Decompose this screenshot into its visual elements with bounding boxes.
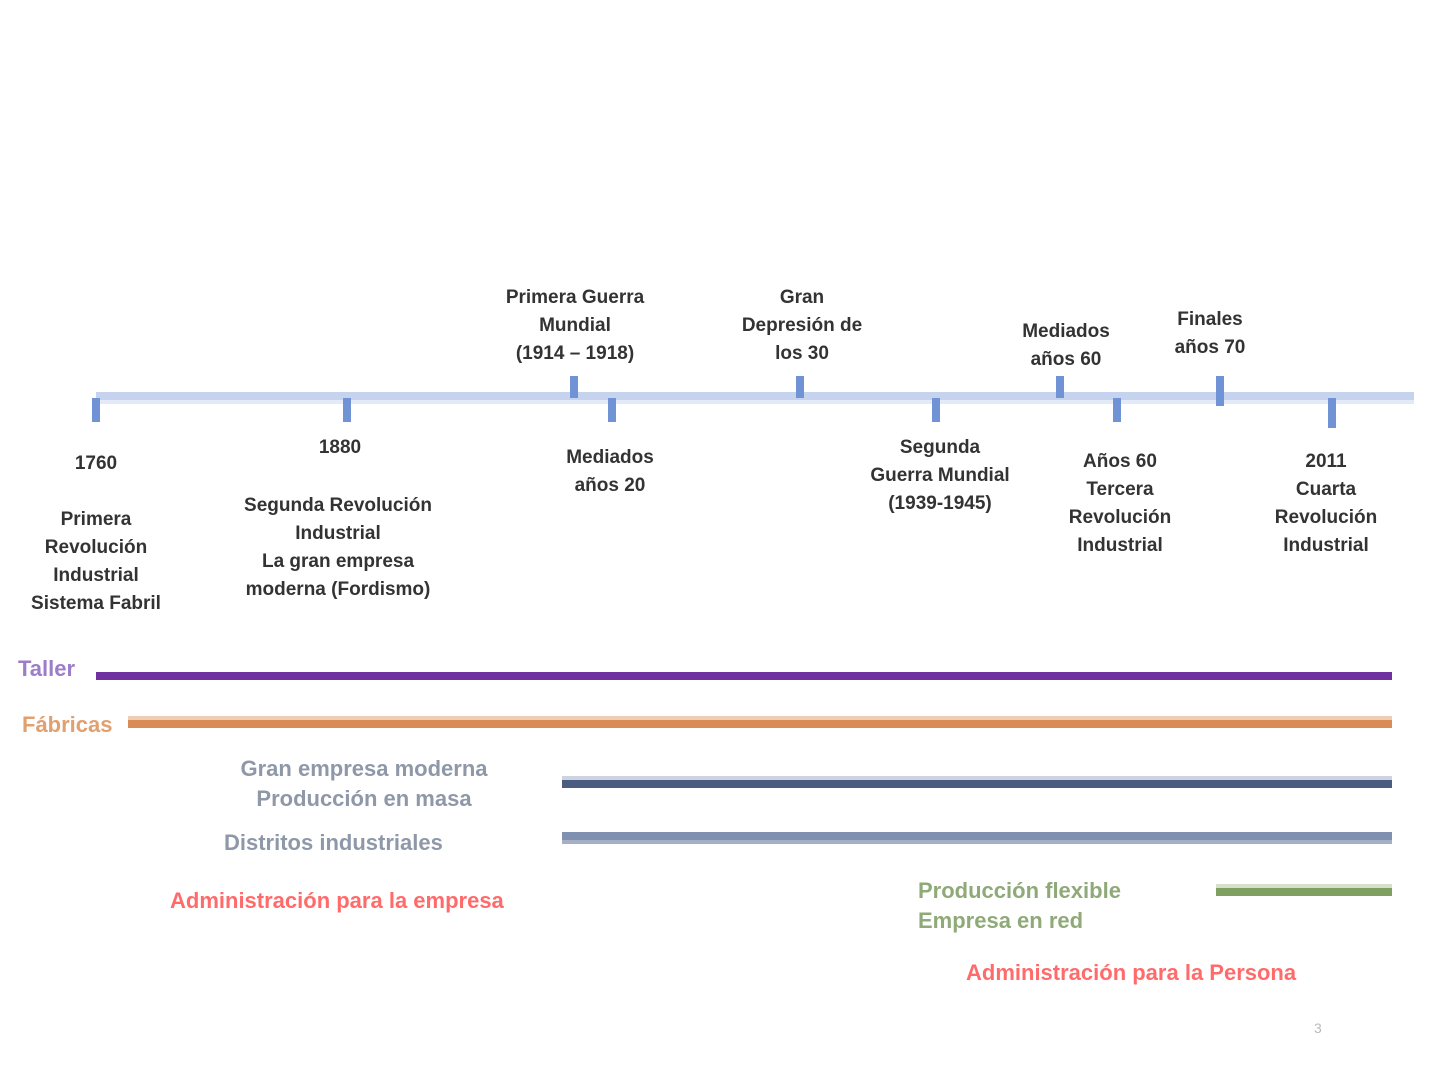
tick-depression <box>796 376 804 398</box>
tick-70s <box>1216 376 1224 406</box>
label-1880-year: 1880 <box>318 437 362 458</box>
label-ww2: Segunda Guerra Mundial (1939-1945) <box>870 437 1010 514</box>
era-flexible-bar <box>1216 884 1392 896</box>
tick-2011 <box>1328 398 1336 428</box>
label-1760: Primera Revolución Industrial Sistema Fa… <box>31 509 161 614</box>
label-depression: Gran Depresión de los 30 <box>741 287 863 364</box>
tick-20s <box>608 398 616 422</box>
era-flexible-label: Producción flexible Empresa en red <box>918 878 1121 933</box>
era-fabricas-label: Fábricas <box>22 712 113 737</box>
era-taller-bar <box>96 672 1392 680</box>
era-gran-empresa-label: Gran empresa moderna Producción en masa <box>240 756 488 811</box>
tick-ww2 <box>932 398 940 422</box>
timeline-axis <box>96 392 1414 404</box>
era-distritos-label: Distritos industriales <box>224 830 443 855</box>
label-60s: Años 60 Tercera Revolución Industrial <box>1068 451 1172 556</box>
label-1760-year: 1760 <box>74 453 118 474</box>
label-60s-above: Mediados años 60 <box>1022 321 1110 370</box>
admin-persona-label: Administración para la Persona <box>966 960 1297 985</box>
label-1880: Segunda Revolución Industrial La gran em… <box>244 495 432 600</box>
tick-ww1 <box>570 376 578 398</box>
era-taller-label: Taller <box>18 656 76 681</box>
label-70s: Finales años 70 <box>1174 309 1246 358</box>
era-distritos-bar <box>562 832 1392 844</box>
label-ww1: Primera Guerra Mundial (1914 – 1918) <box>505 287 645 364</box>
era-gran-empresa-bar <box>562 776 1392 788</box>
era-fabricas-bar <box>128 716 1392 728</box>
tick-60s-above <box>1056 376 1064 398</box>
label-20s: Mediados años 20 <box>566 447 654 496</box>
label-2011: 2011 Cuarta Revolución Industrial <box>1274 451 1378 556</box>
page-number: 3 <box>1314 1020 1322 1036</box>
tick-1880 <box>343 398 351 422</box>
admin-empresa-label: Administración para la empresa <box>170 888 504 913</box>
tick-1760 <box>92 398 100 422</box>
tick-60s <box>1113 398 1121 422</box>
